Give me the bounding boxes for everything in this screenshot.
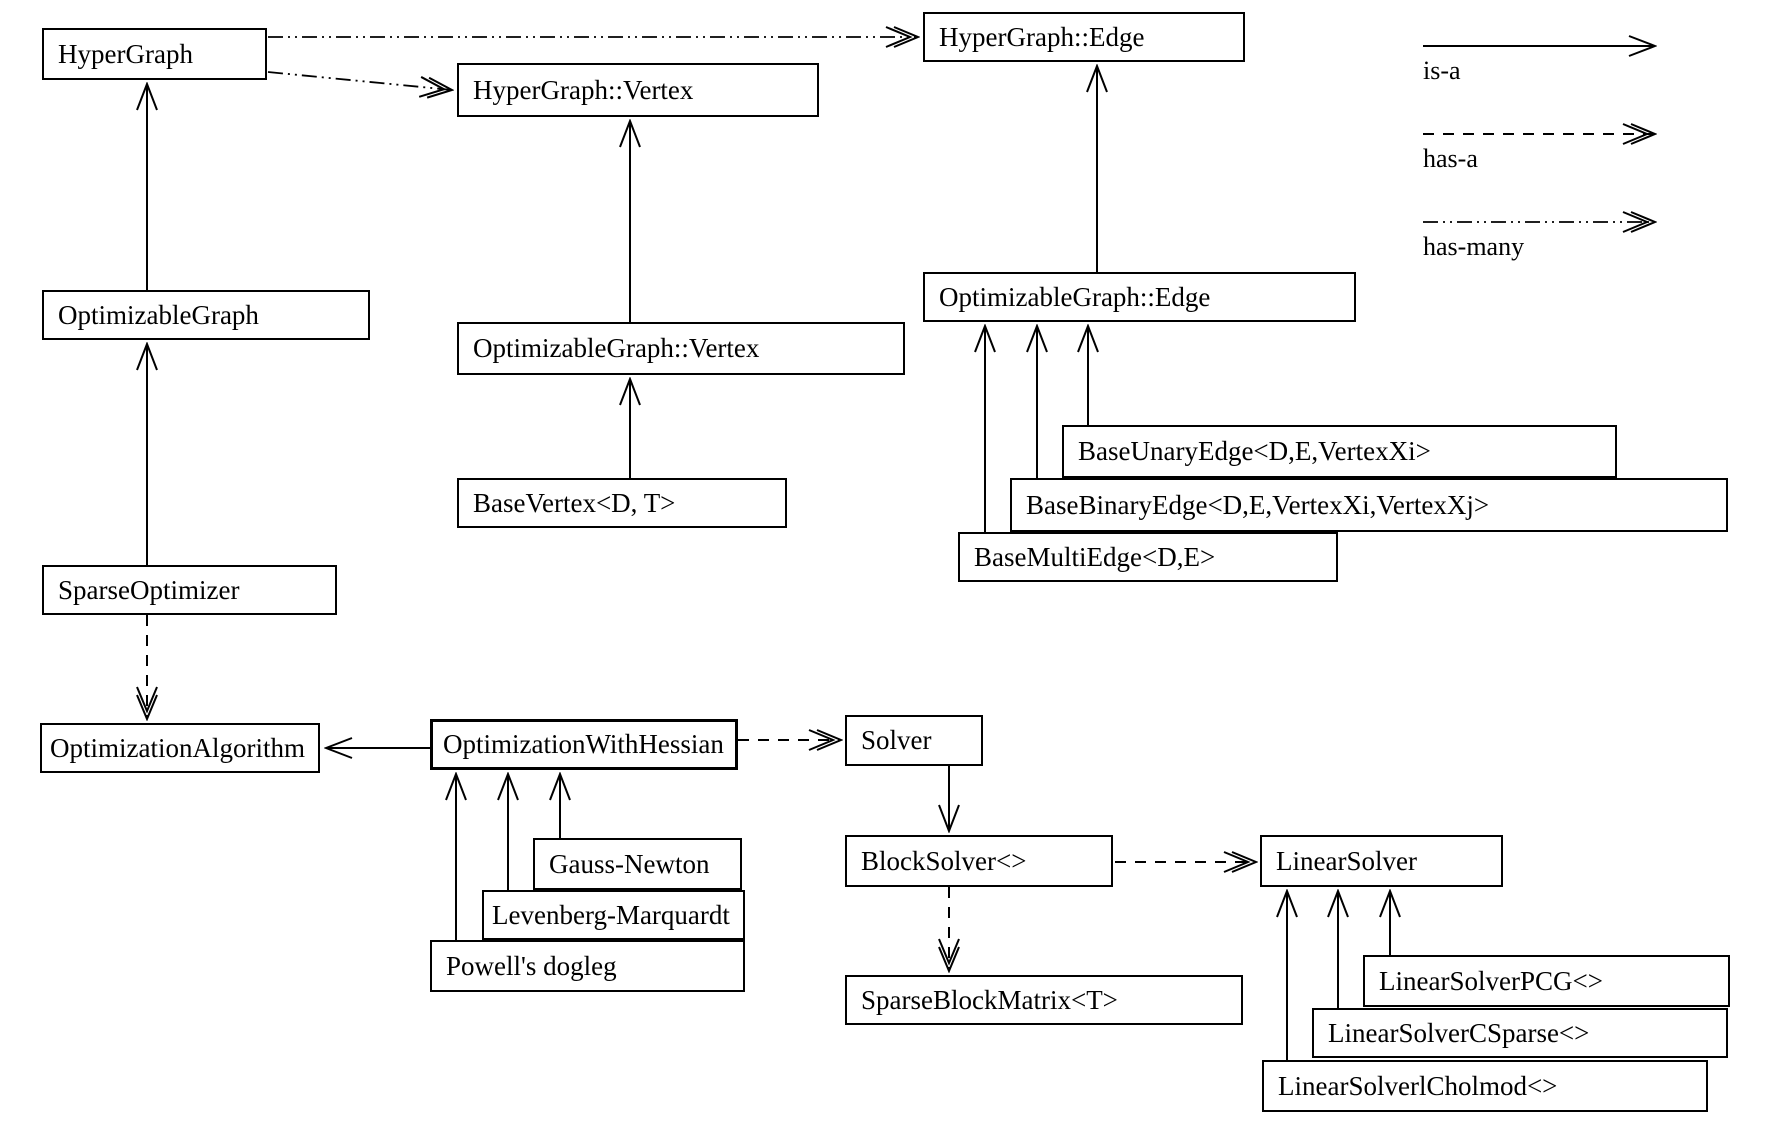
node-hypergraph-edge-label: HyperGraph::Edge — [939, 21, 1145, 52]
node-linearsolverpcg-label: LinearSolverPCG<> — [1379, 965, 1603, 996]
node-optimizablegraph: OptimizableGraph — [42, 290, 370, 340]
node-hypergraph-edge: HyperGraph::Edge — [923, 12, 1245, 62]
node-powellsdogleg: Powell's dogleg — [430, 940, 745, 992]
legend-hasa-label: has-a — [1423, 144, 1478, 173]
node-basemultiedge: BaseMultiEdge<D,E> — [958, 532, 1338, 582]
node-hypergraph: HyperGraph — [42, 28, 267, 80]
node-basevertex: BaseVertex<D, T> — [457, 478, 787, 528]
arrow-hypergraph-hasmany-hgvertex — [267, 71, 452, 90]
node-linearsolverpcg: LinearSolverPCG<> — [1363, 955, 1730, 1007]
node-baseunaryedge-label: BaseUnaryEdge<D,E,VertexXi> — [1078, 436, 1431, 466]
node-sparseoptimizer: SparseOptimizer — [42, 565, 337, 615]
node-optimizablegraph-vertex: OptimizableGraph::Vertex — [457, 322, 905, 375]
node-optimizablegraph-vertex-label: OptimizableGraph::Vertex — [473, 333, 760, 363]
node-optimizablegraph-edge-label: OptimizableGraph::Edge — [939, 281, 1211, 312]
node-levenbergmarquardt: Levenberg-Marquardt — [482, 890, 745, 940]
node-optimizablegraph-edge: OptimizableGraph::Edge — [923, 272, 1356, 322]
node-solver: Solver — [845, 715, 983, 766]
node-gaussnewton-label: Gauss-Newton — [549, 848, 710, 879]
node-basevertex-label: BaseVertex<D, T> — [473, 487, 676, 518]
node-sparseoptimizer-label: SparseOptimizer — [58, 574, 240, 605]
node-hypergraph-label: HyperGraph — [58, 38, 193, 69]
node-linearsolvercholmod-label: LinearSolverlCholmod<> — [1278, 1070, 1558, 1101]
node-hypergraph-vertex: HyperGraph::Vertex — [457, 63, 819, 117]
node-basebinaryedge: BaseBinaryEdge<D,E,VertexXi,VertexXj> — [1010, 478, 1728, 532]
node-basebinaryedge-label: BaseBinaryEdge<D,E,VertexXi,VertexXj> — [1026, 489, 1490, 520]
node-sparseblockmatrix-label: SparseBlockMatrix<T> — [861, 984, 1118, 1015]
legend-isa-label: is-a — [1423, 56, 1461, 85]
node-powellsdogleg-label: Powell's dogleg — [446, 950, 617, 981]
node-linearsolver: LinearSolver — [1260, 835, 1503, 887]
node-sparseblockmatrix: SparseBlockMatrix<T> — [845, 975, 1243, 1025]
node-optimizablegraph-label: OptimizableGraph — [58, 299, 259, 330]
node-optimizationalgorithm-label: OptimizationAlgorithm — [50, 732, 305, 763]
node-levenbergmarquardt-label: Levenberg-Marquardt — [492, 899, 730, 930]
node-solver-label: Solver — [861, 725, 932, 755]
node-blocksolver-label: BlockSolver<> — [861, 845, 1027, 876]
node-linearsolver-label: LinearSolver — [1276, 845, 1417, 876]
node-linearsolvercsparse-label: LinearSolverCSparse<> — [1328, 1017, 1590, 1048]
node-linearsolvercsparse: LinearSolverCSparse<> — [1312, 1008, 1728, 1058]
node-linearsolvercholmod: LinearSolverlCholmod<> — [1262, 1060, 1708, 1112]
node-blocksolver: BlockSolver<> — [845, 835, 1113, 887]
legend-hasmany-label: has-many — [1423, 232, 1525, 261]
node-optimizationalgorithm: OptimizationAlgorithm — [40, 723, 320, 773]
node-basemultiedge-label: BaseMultiEdge<D,E> — [974, 541, 1216, 572]
node-hypergraph-vertex-label: HyperGraph::Vertex — [473, 74, 694, 105]
node-gaussnewton: Gauss-Newton — [533, 838, 742, 890]
node-optimizationwithhessian-label: OptimizationWithHessian — [443, 729, 724, 759]
node-optimizationwithhessian: OptimizationWithHessian — [430, 719, 738, 770]
node-baseunaryedge: BaseUnaryEdge<D,E,VertexXi> — [1062, 425, 1617, 478]
